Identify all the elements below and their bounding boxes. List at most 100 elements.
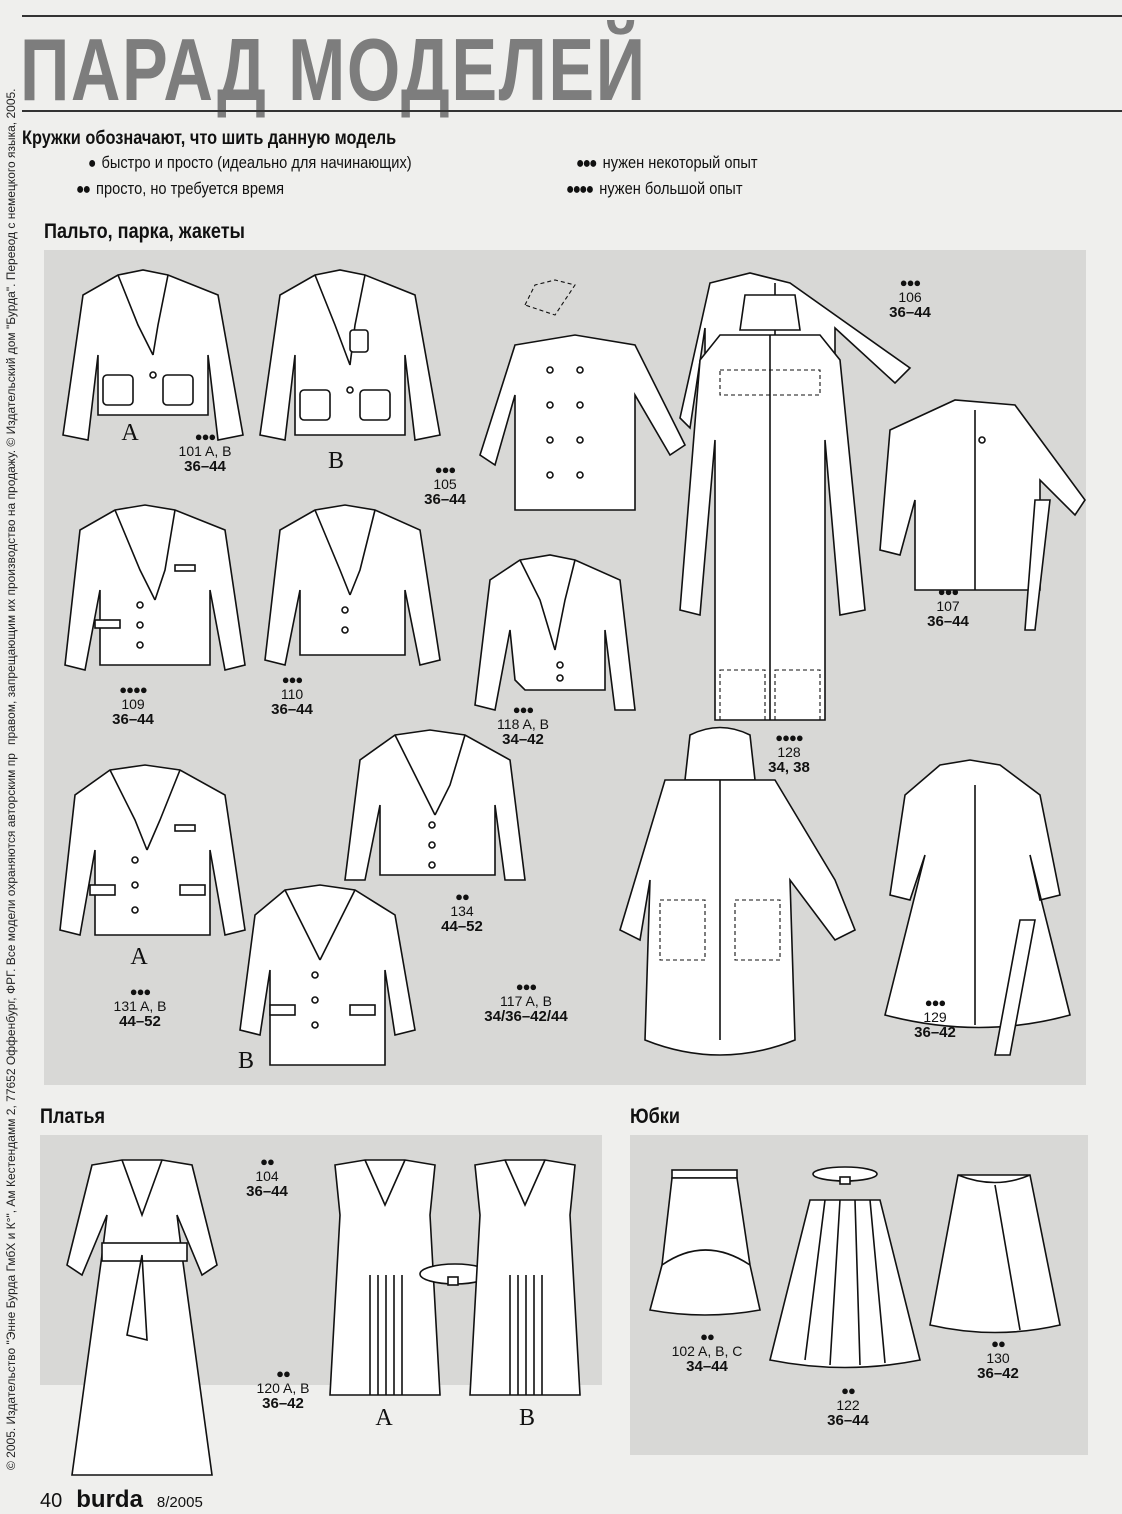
model-label-109: ●●●● 109 36–44 [112,683,154,728]
garment-134-jacket-drawing [344,729,526,881]
side-copyright-bottom: © 2005. Издательство "Энне Бурда ГмбХ и … [4,753,18,1470]
model-sizes: 34–42 [502,731,544,748]
legend-item-1: ●быстро и просто (идеально для начинающи… [88,153,412,173]
model-sizes: 36–42 [262,1395,304,1412]
model-sizes: 36–44 [112,711,154,728]
difficulty-dots: ●● [841,1383,856,1398]
legend-heading: Кружки обозначают, что шить данную модел… [22,128,397,149]
section-title-coats: Пальто, парка, жакеты [44,220,245,243]
difficulty-dots: ●●● [281,672,304,687]
model-label-104: ●● 104 36–44 [246,1155,288,1200]
model-sizes: 36–42 [914,1024,956,1041]
garment-104-dress-drawing [66,1159,218,1476]
model-number: 117 A, B [500,993,552,1009]
variant-letter: A [375,1405,393,1431]
difficulty-dots: ●● [455,889,470,904]
model-label-118: ●●● 118 A, B 34–42 [497,703,549,748]
legend-text: просто, но требуется время [96,179,285,198]
difficulty-dots: ●●● [129,984,152,999]
garment-102-skirt-drawing [649,1169,761,1316]
difficulty-dots: ●●● [515,979,538,994]
model-number: 109 [121,696,145,712]
difficulty-dots: ●●●● [775,730,803,745]
difficulty-dots: ●● [76,181,91,198]
variant-letter: B [518,1405,536,1431]
difficulty-dots: ●●● [937,584,960,599]
variant-letter: B [237,1048,255,1074]
garment-117-parka-drawing [619,726,857,1056]
model-number: 131 A, B [113,998,167,1014]
model-sizes: 36–44 [271,701,313,718]
garment-101a-jacket-drawing [62,269,244,441]
model-label-122: ●● 122 36–44 [827,1384,869,1429]
difficulty-dots: ●●● [434,462,457,477]
model-number: 122 [836,1397,860,1413]
model-number: 130 [986,1350,1010,1366]
model-number: 134 [450,903,474,919]
model-label-134: ●● 134 44–52 [441,890,483,935]
model-label-129: ●●● 129 36–42 [914,996,956,1041]
difficulty-dots: ●● [991,1336,1006,1351]
difficulty-dots: ●●● [194,429,217,444]
garment-101b-jacket-drawing [259,269,441,441]
variant-letter: A [121,420,139,446]
model-sizes: 36–42 [977,1365,1019,1382]
model-number: 118 A, B [497,716,549,732]
difficulty-dots: ●●● [899,275,922,290]
model-number: 101 A, B [178,443,232,459]
model-number: 105 [433,476,457,492]
variant-letter: A [130,944,148,970]
garment-130-skirt-drawing [929,1174,1061,1334]
model-sizes: 34/36–42/44 [484,1008,568,1025]
garment-120a-dress-drawing [329,1159,441,1396]
legend-text: нужен некоторый опыт [602,153,758,172]
side-copyright-top: правом, запрещающим их производство на п… [4,88,18,746]
model-label-130: ●● 130 36–42 [977,1337,1019,1382]
model-number: 110 [280,686,304,702]
legend-item-4: ●●●●нужен большой опыт [566,179,743,199]
model-number: 128 [777,744,801,760]
model-sizes: 36–44 [927,613,969,630]
garment-107-jacket-drawing [879,399,1086,631]
model-label-107: ●●● 107 36–44 [927,585,969,630]
model-sizes: 34, 38 [768,759,810,776]
difficulty-dots: ●● [276,1366,291,1381]
garment-120b-dress-drawing [469,1159,581,1396]
garment-118-jacket-drawing [474,554,636,711]
garment-120-belt-drawing [419,1263,491,1286]
garment-128-parka-drawing [679,294,866,721]
model-number: 104 [255,1168,279,1184]
model-label-128: ●●●● 128 34, 38 [768,731,810,776]
page-title: ПАРАД МОДЕЛЕЙ [20,20,647,119]
model-sizes: 36–44 [184,458,226,475]
model-label-131: ●●● 131 A, B 44–52 [114,985,167,1030]
model-sizes: 44–52 [441,918,483,935]
section-title-dresses: Платья [40,1105,105,1128]
difficulty-dots: ●●● [512,702,535,717]
legend-item-2: ●● просто, но требуется время [76,179,284,199]
model-label-106: ●●● 106 36–44 [889,276,931,321]
model-sizes: 44–52 [119,1013,161,1030]
garment-131a-jacket-drawing [59,764,246,936]
garment-122-belt-drawing [812,1166,878,1185]
model-number: 107 [936,598,960,614]
model-label-110: ●●● 110 36–44 [271,673,313,718]
variant-letter: B [327,448,345,474]
difficulty-dots: ●●●● [566,181,594,198]
model-sizes: 36–44 [889,304,931,321]
garment-105-jacket-drawing [479,279,687,511]
model-label-101: ●●● 101 A, B 36–44 [179,430,232,475]
title-rule-top [22,15,1122,17]
model-sizes: 36–44 [827,1412,869,1429]
title-rule-bottom [22,110,1122,112]
issue-number: 8/2005 [156,1494,203,1511]
difficulty-dots: ●●●● [119,682,147,697]
page-number: 40 [40,1490,63,1512]
section-title-skirts: Юбки [630,1105,680,1128]
model-label-102: ●● 102 A, B, C 34–44 [672,1330,743,1375]
model-number: 102 A, B, C [671,1343,743,1359]
model-number: 120 A, B [256,1380,310,1396]
difficulty-dots: ●●● [576,155,598,172]
model-number: 129 [923,1009,947,1025]
